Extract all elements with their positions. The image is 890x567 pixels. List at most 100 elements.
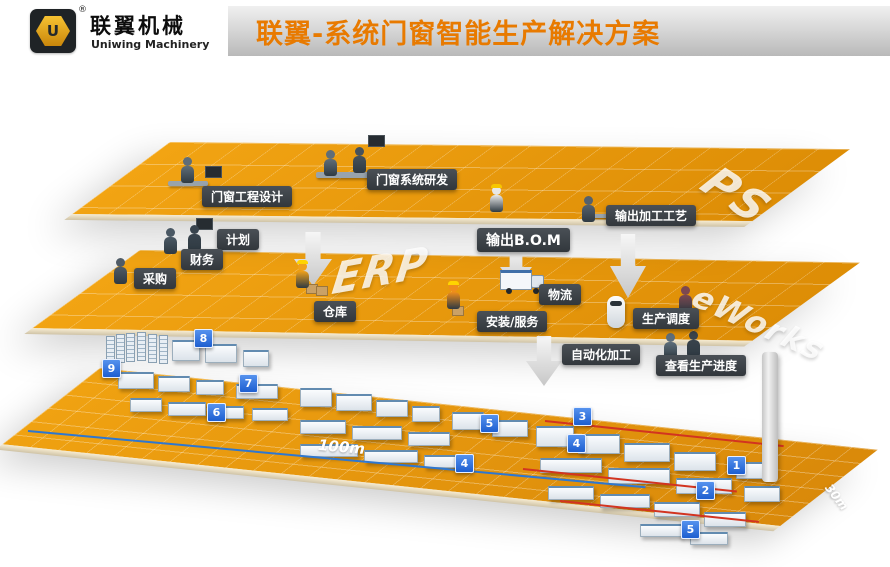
profile-rack-icon: [159, 335, 168, 364]
station-badge-7: 4: [567, 434, 586, 453]
factory-machine-icon: [300, 420, 346, 434]
station-badge-4: 5: [480, 414, 499, 433]
procurement-person-icon: [113, 258, 129, 288]
label-output-process: 输出加工工艺: [606, 205, 697, 226]
factory-machine-icon: [205, 344, 237, 363]
engineer-designer-icon: [180, 157, 196, 187]
factory-machine-icon: [252, 408, 288, 421]
person-body: [164, 237, 177, 254]
person-body: [490, 195, 503, 212]
person-head: [183, 157, 192, 166]
progress-person-b-icon: [686, 331, 702, 361]
label-warehouse: 仓库: [314, 301, 357, 322]
process-engineer-icon: [581, 196, 597, 226]
station-badge-8: 1: [727, 456, 746, 475]
factory-machine-icon: [744, 486, 780, 502]
eworks-link-pillar: [762, 352, 778, 482]
station-badge-10: 5: [681, 520, 700, 539]
factory-machine-icon: [196, 380, 224, 395]
person-head: [116, 258, 125, 267]
hard-hat-icon: [297, 260, 308, 264]
person-head: [681, 286, 690, 295]
uniwing-logo: U: [30, 9, 76, 53]
factory-machine-icon: [624, 443, 670, 462]
factory-machine-icon: [336, 394, 372, 411]
monitor-icon: [205, 166, 222, 178]
logistics-truck-icon: [500, 270, 546, 294]
factory-machine-icon: [300, 388, 332, 407]
label-production-dispatch: 生产调度: [633, 308, 700, 329]
station-badge-3: 6: [207, 403, 226, 422]
robot-icon: [607, 296, 625, 328]
truck-cargo: [500, 270, 532, 290]
factory-machine-icon: [158, 376, 190, 392]
label-door-window-system-rnd: 门窗系统研发: [367, 169, 458, 190]
person-head: [298, 262, 307, 271]
label-logistics: 物流: [539, 284, 582, 305]
page-header: 联翼-系统门窗智能生产解决方案 U ® 联翼机械 Uniwing Machine…: [0, 0, 890, 64]
station-badge-6: 3: [573, 407, 592, 426]
person-head: [166, 228, 175, 237]
dispatch-person-icon: [678, 286, 694, 316]
factory-machine-icon: [118, 372, 154, 389]
station-badge-9: 2: [696, 481, 715, 500]
cargo-box-icon: [316, 286, 328, 296]
label-view-production-progress: 查看生产进度: [656, 355, 747, 376]
person-body: [296, 271, 309, 288]
label-install-service: 安装/服务: [477, 311, 548, 332]
hard-hat-icon: [448, 281, 459, 285]
station-badge-0: 8: [194, 329, 213, 348]
factory-machine-icon: [408, 432, 450, 446]
title-bar: 联翼-系统门窗智能生产解决方案: [228, 6, 890, 56]
logo-letter: U: [46, 22, 60, 40]
person-head: [689, 331, 698, 340]
profile-rack-icon: [137, 332, 146, 361]
person-body: [324, 159, 337, 176]
person-head: [584, 196, 593, 205]
company-name-en: Uniwing Machinery: [91, 38, 210, 51]
person-head: [666, 333, 675, 342]
factory-machine-icon: [130, 398, 162, 412]
person-body: [181, 166, 194, 183]
progress-person-a-icon: [663, 333, 679, 363]
company-name-cn: 联翼机械: [90, 14, 186, 38]
factory-machine-icon: [640, 524, 682, 537]
station-badge-2: 7: [239, 374, 258, 393]
factory-machine-icon: [412, 406, 440, 422]
factory-machine-icon: [674, 452, 716, 471]
desk-icon: [590, 214, 616, 218]
desk-icon: [168, 181, 208, 186]
station-badge-1: 9: [102, 359, 121, 378]
page-title: 联翼-系统门窗智能生产解决方案: [256, 18, 661, 50]
flow-arrow-to-factory-icon: [526, 336, 562, 386]
bom-worker-icon: [489, 184, 505, 216]
rnd-person-b-icon: [352, 147, 368, 177]
person-body: [679, 295, 692, 312]
finance-person-b-icon: [187, 225, 203, 255]
person-head: [326, 150, 335, 159]
factory-machine-icon: [168, 402, 206, 416]
dimension-label-30m: 30m: [822, 481, 852, 513]
person-body: [687, 340, 700, 357]
person-body: [188, 234, 201, 251]
label-procurement: 采购: [134, 268, 177, 289]
install-worker-icon: [446, 281, 462, 313]
factory-floor-platform: [2, 368, 878, 526]
rnd-person-a-icon: [323, 150, 339, 180]
logo-hexagon-icon: U: [36, 16, 70, 46]
factory-machine-icon: [172, 340, 200, 361]
person-body: [447, 292, 460, 309]
desk-icon: [316, 172, 374, 178]
hard-hat-icon: [491, 184, 502, 188]
profile-rack-icon: [126, 333, 135, 362]
warehouse-worker-icon: [295, 260, 311, 292]
label-finance: 财务: [181, 249, 224, 270]
label-automated-processing: 自动化加工: [562, 344, 641, 365]
registered-trademark: ®: [78, 5, 87, 15]
person-body: [664, 342, 677, 359]
label-output-bom: 输出B.O.M: [477, 228, 570, 252]
person-body: [353, 156, 366, 173]
person-head: [449, 283, 458, 292]
station-badge-5: 4: [455, 454, 474, 473]
